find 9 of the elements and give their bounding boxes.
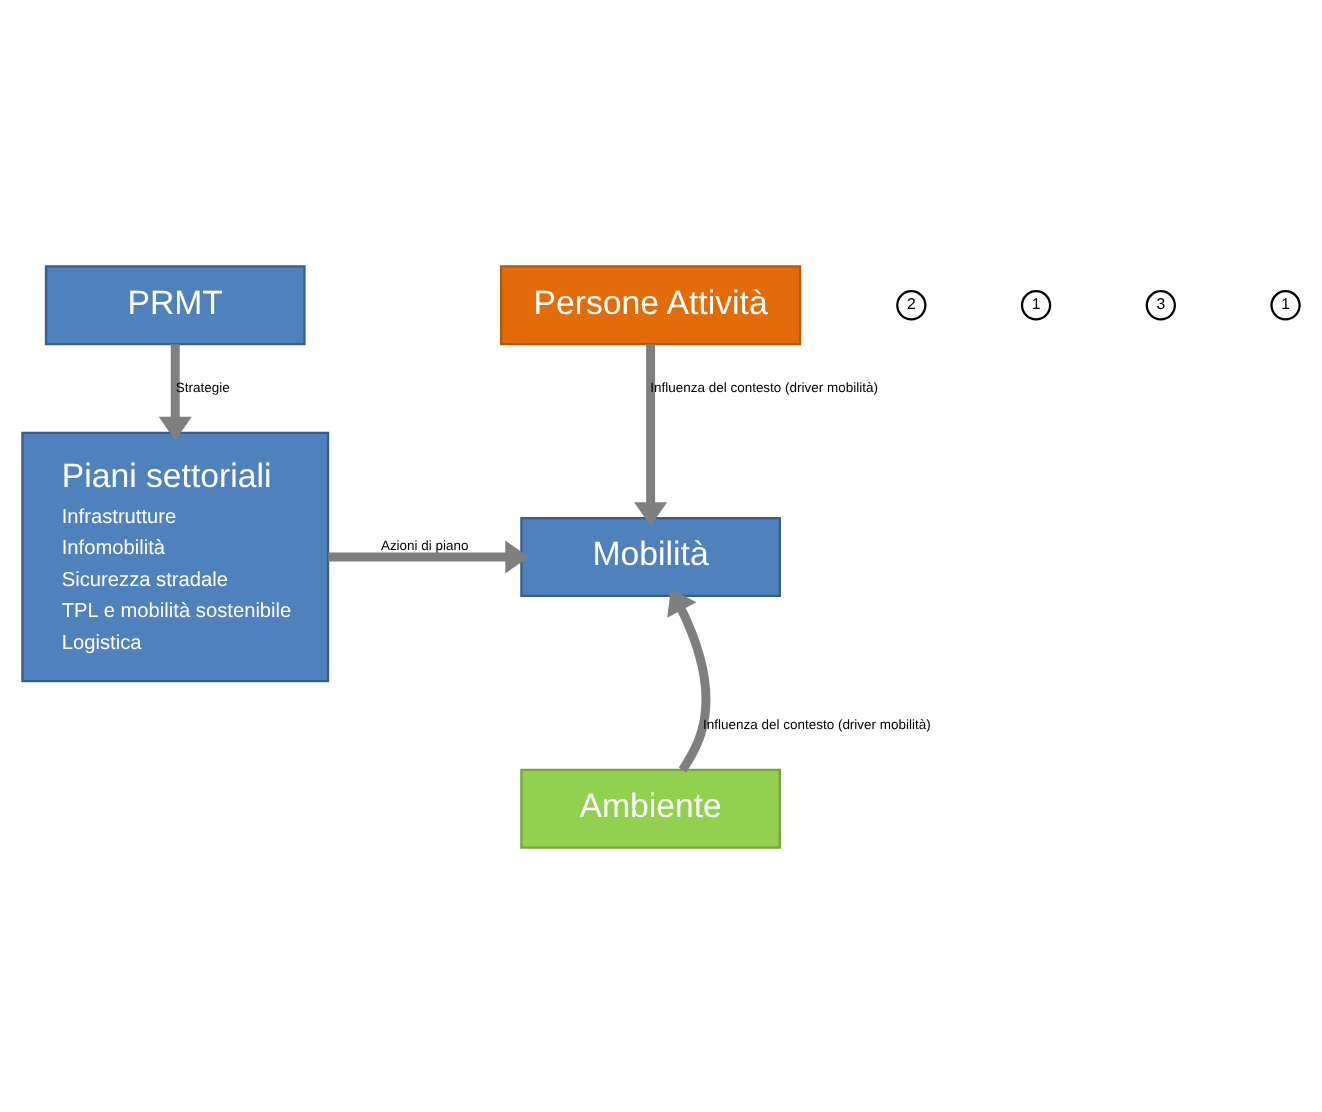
node-box: Persone Attività — [500, 264, 802, 345]
node-box: Ambiente — [520, 767, 781, 848]
arrow — [158, 343, 192, 440]
node-box: Mobilità — [520, 516, 781, 596]
node-box: Piani settoriali Infrastrutture Infomobilità Sicurezza stradale TPL e mobilità sostenibile Logistica — [21, 430, 330, 682]
arrow — [328, 539, 529, 573]
arrow — [667, 588, 711, 772]
arrow — [634, 343, 668, 525]
node-box: PRMT — [44, 264, 306, 345]
